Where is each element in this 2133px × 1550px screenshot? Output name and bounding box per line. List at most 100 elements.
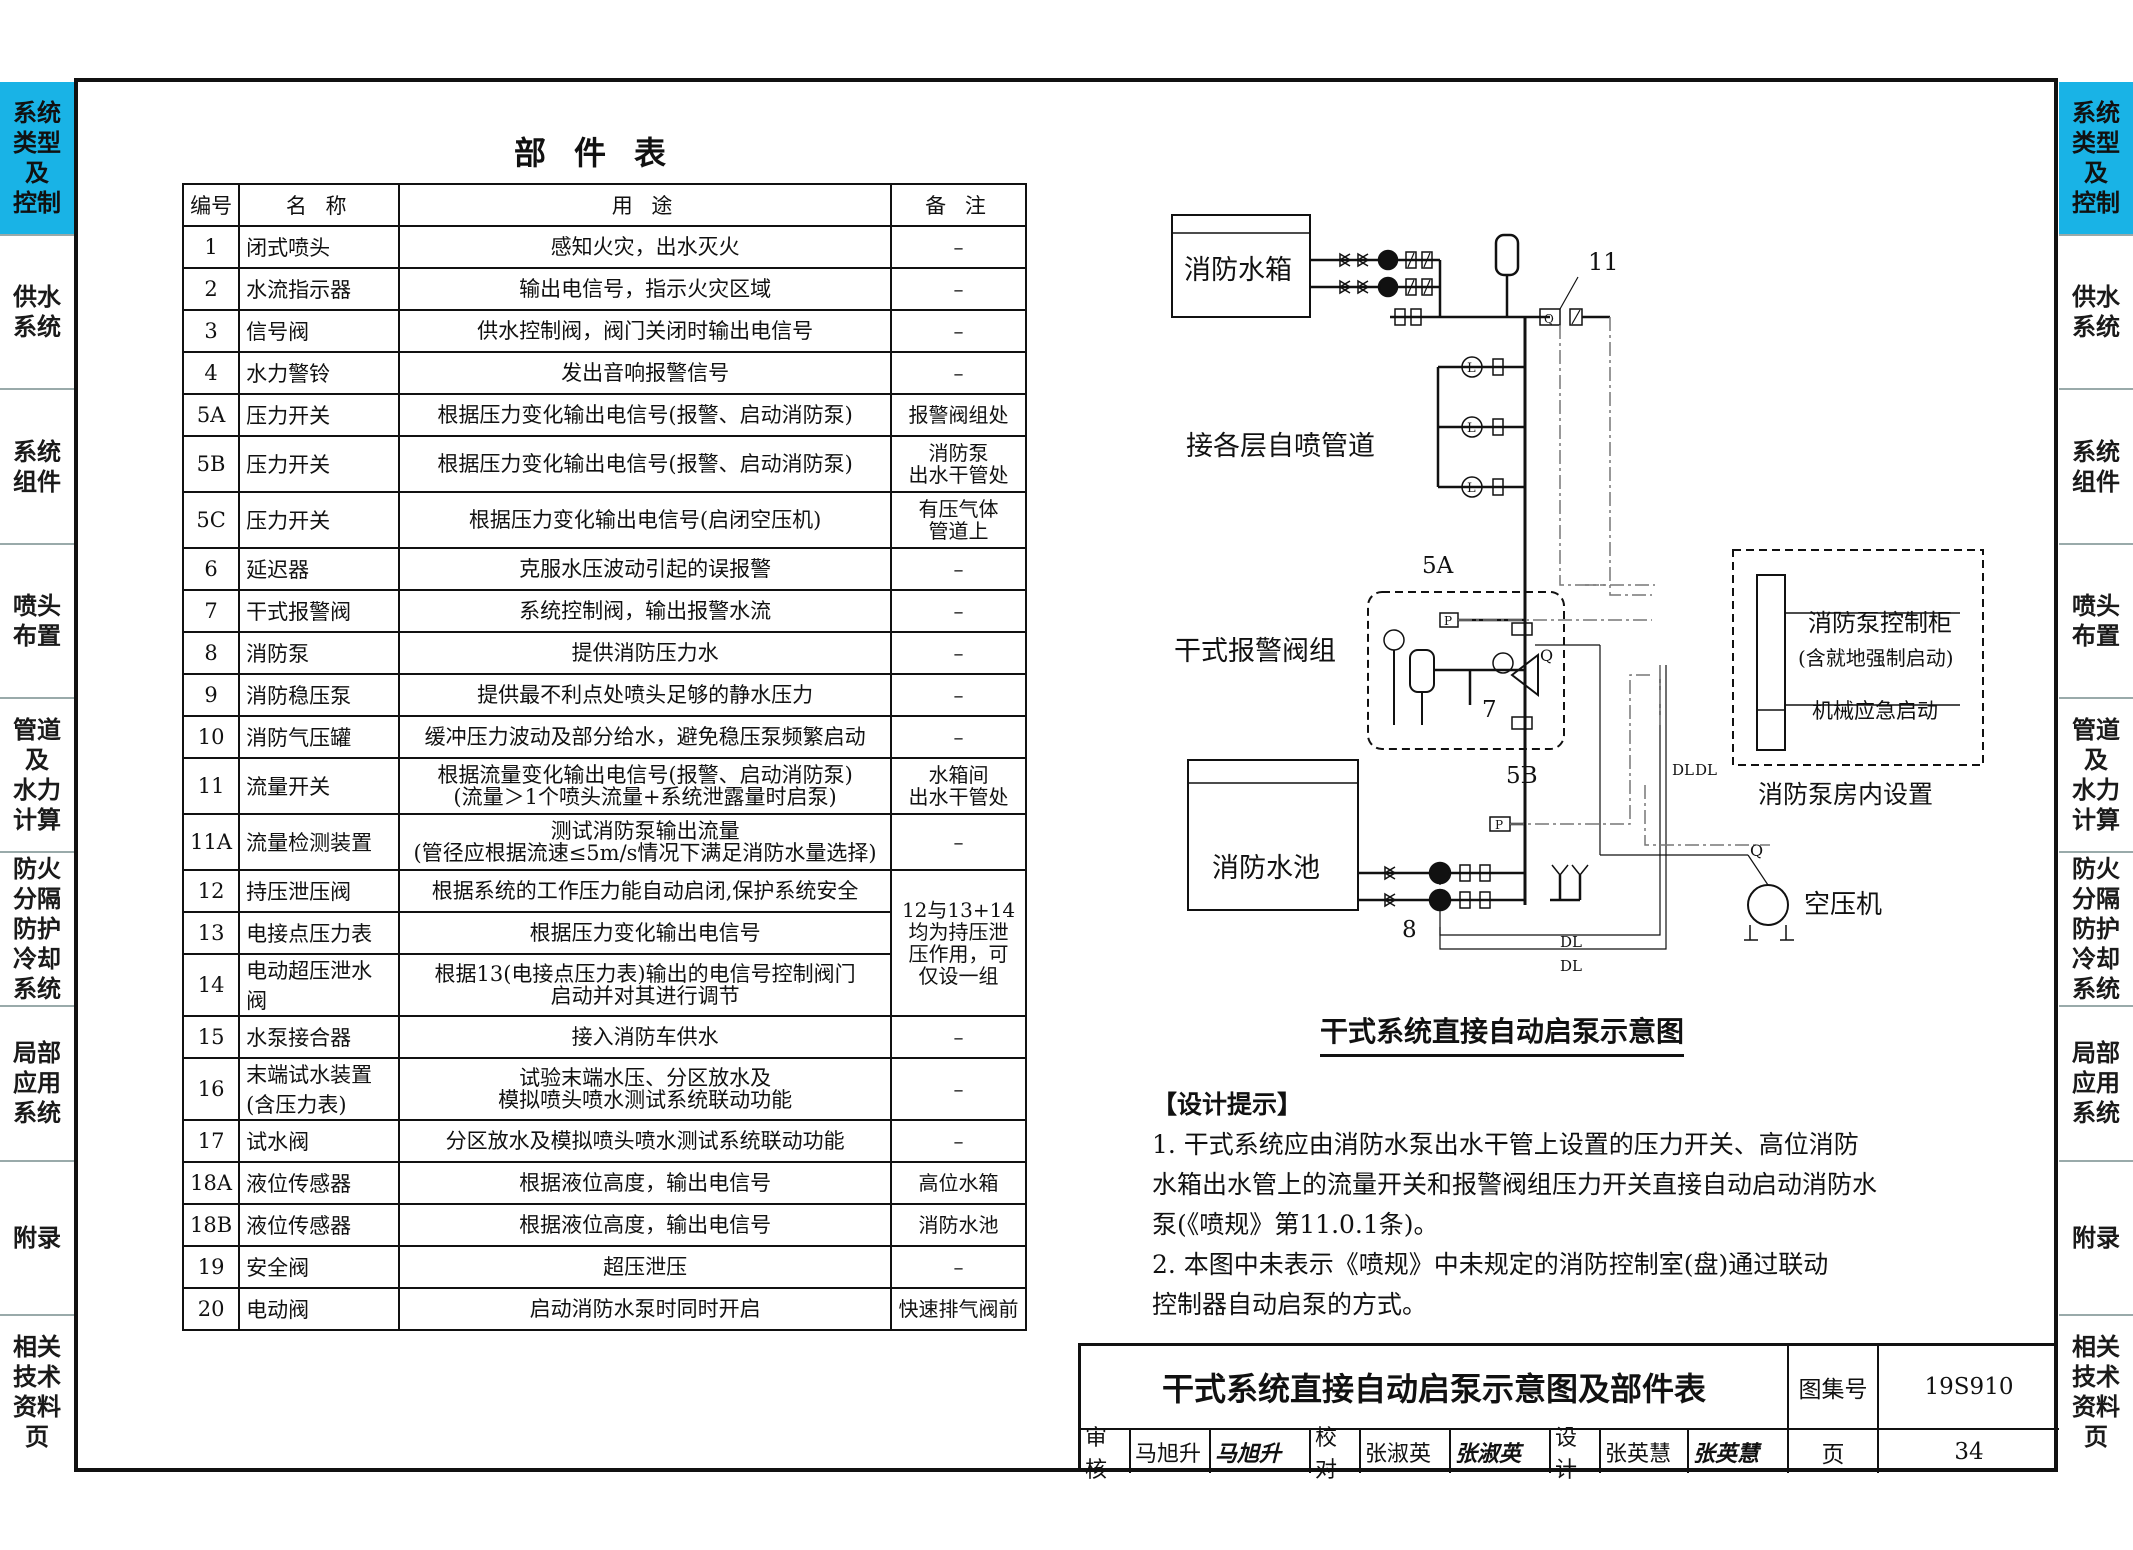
sidebar-tab[interactable]: 系统 类型 及 控制: [2059, 82, 2133, 237]
sidebar-tab[interactable]: 防火 分隔 防护 冷却 系统: [0, 853, 74, 1008]
label-tank: 消防水箱: [1184, 255, 1292, 286]
review-signature: 马旭升: [1211, 1430, 1311, 1473]
cell-name: 液位传感器: [238, 1161, 401, 1205]
label-floors: 接各层自喷管道: [1186, 431, 1375, 462]
cell-no: 11: [181, 757, 241, 815]
cell-use: 根据压力变化输出电信号(启闭空压机): [398, 491, 892, 549]
design-notes: 【设计提示】 1. 干式系统应由消防水泵出水干管上设置的压力开关、高位消防 水箱…: [1152, 1085, 1992, 1325]
label-8: 8: [1402, 917, 1417, 943]
cell-use: 缓冲压力波动及部分给水，避免稳压泵频繁启动: [398, 715, 892, 759]
cell-no: 15: [181, 1015, 241, 1059]
sidebar-tab[interactable]: 局部 应用 系统: [2059, 1007, 2133, 1162]
design-label: 设计: [1551, 1426, 1601, 1483]
label-11: 11: [1588, 248, 1619, 276]
label-compressor: 空压机: [1804, 890, 1882, 920]
cell-no: 11A: [181, 813, 241, 871]
title-block: 干式系统直接自动启泵示意图及部件表 图集号 19S910 页 34 审核 马旭升…: [1078, 1343, 2059, 1483]
cell-name: 安全阀: [238, 1245, 401, 1289]
label-dl-3: DL: [1672, 761, 1694, 779]
cell-name: 流量开关: [238, 757, 401, 815]
sidebar-tab[interactable]: 附录: [2059, 1161, 2133, 1316]
stabilizer-pump-1: [1377, 249, 1399, 271]
header-note: 备 注: [890, 183, 1027, 227]
sidebar-tab[interactable]: 系统 类型 及 控制: [0, 82, 74, 237]
cell-no: 16: [181, 1057, 241, 1121]
label-q-1: Q: [1544, 312, 1554, 326]
cell-name: 试水阀: [238, 1119, 401, 1163]
label-l-1: L: [1467, 361, 1476, 376]
cell-note: 报警阀组处: [890, 393, 1027, 437]
sidebar-tab[interactable]: 喷头 布置: [2059, 544, 2133, 699]
cell-note: 水箱间 出水干管处: [890, 757, 1027, 815]
cell-use: 根据液位高度，输出电信号: [398, 1203, 892, 1247]
cell-use: 感知火灾，出水灭火: [398, 225, 892, 269]
page-number: 34: [1954, 1438, 1984, 1465]
pump-room-box: [1732, 549, 1984, 766]
cell-name: 水流指示器: [238, 267, 401, 311]
design-notes-heading: 【设计提示】: [1152, 1090, 1303, 1119]
label-q-3: Q: [1750, 841, 1763, 860]
sidebar-tab[interactable]: 局部 应用 系统: [0, 1007, 74, 1162]
sidebar-tab[interactable]: 附录: [0, 1161, 74, 1316]
fire-pump-2: [1428, 888, 1452, 912]
cell-note: –: [890, 715, 1027, 759]
control-cabinet: [1756, 574, 1786, 751]
label-dl-1: DL: [1560, 933, 1582, 951]
cell-name: 电动阀: [238, 1287, 401, 1331]
cell-use: 提供消防压力水: [398, 631, 892, 675]
cell-no: 18A: [181, 1161, 241, 1205]
cell-no: 9: [181, 673, 241, 717]
cell-note-merged: 12与13+14 均为持压泄 压作用，可 仅设一组: [890, 869, 1027, 1017]
label-cabinet: 消防泵控制柜: [1808, 609, 1952, 637]
cell-name: 水力警铃: [238, 351, 401, 395]
cell-note: –: [890, 589, 1027, 633]
sidebar-tab[interactable]: 供水 系统: [2059, 236, 2133, 391]
fire-water-tank: [1171, 214, 1311, 318]
sidebar-tab[interactable]: 管道 及 水力 计算: [0, 698, 74, 854]
sidebar-tab[interactable]: 相关 技术 资料 页: [0, 1315, 74, 1468]
cell-no: 5B: [181, 435, 241, 493]
sidebar-tab[interactable]: 喷头 布置: [0, 544, 74, 699]
review-label: 审核: [1081, 1426, 1131, 1483]
sidebar-tab[interactable]: 防火 分隔 防护 冷却 系统: [2059, 853, 2133, 1008]
left-sidebar: 系统 类型 及 控制供水 系统系统 组件喷头 布置管道 及 水力 计算防火 分隔…: [0, 82, 74, 1468]
cell-note: –: [890, 1119, 1027, 1163]
cell-name: 闭式喷头: [238, 225, 401, 269]
cell-name: 信号阀: [238, 309, 401, 353]
label-l-2: L: [1467, 421, 1476, 436]
sidebar-tab[interactable]: 相关 技术 资料 页: [2059, 1315, 2133, 1468]
cell-use: 测试消防泵输出流量 (管径应根据流速≤5m/s情况下满足消防水量选择): [398, 813, 892, 871]
sidebar-tab[interactable]: 管道 及 水力 计算: [2059, 698, 2133, 854]
cell-note: 有压气体 管道上: [890, 491, 1027, 549]
cell-no: 17: [181, 1119, 241, 1163]
cell-note: –: [890, 673, 1027, 717]
page-label: 页: [1789, 1430, 1879, 1473]
cell-note: –: [890, 225, 1027, 269]
sidebar-tab[interactable]: 系统 组件: [0, 390, 74, 545]
cell-no: 20: [181, 1287, 241, 1331]
sidebar-tab[interactable]: 供水 系统: [0, 236, 74, 391]
cell-use: 克服水压波动引起的误报警: [398, 547, 892, 591]
cell-no: 4: [181, 351, 241, 395]
cell-name: 压力开关: [238, 435, 401, 493]
label-p-1: P: [1444, 614, 1452, 628]
air-compressor: [1747, 884, 1789, 926]
sidebar-tab[interactable]: 系统 组件: [2059, 390, 2133, 545]
label-7: 7: [1482, 697, 1497, 723]
cell-use: 输出电信号，指示火灾区域: [398, 267, 892, 311]
cell-no: 2: [181, 267, 241, 311]
cell-use: 根据压力变化输出电信号: [398, 911, 892, 955]
cell-note: –: [890, 351, 1027, 395]
